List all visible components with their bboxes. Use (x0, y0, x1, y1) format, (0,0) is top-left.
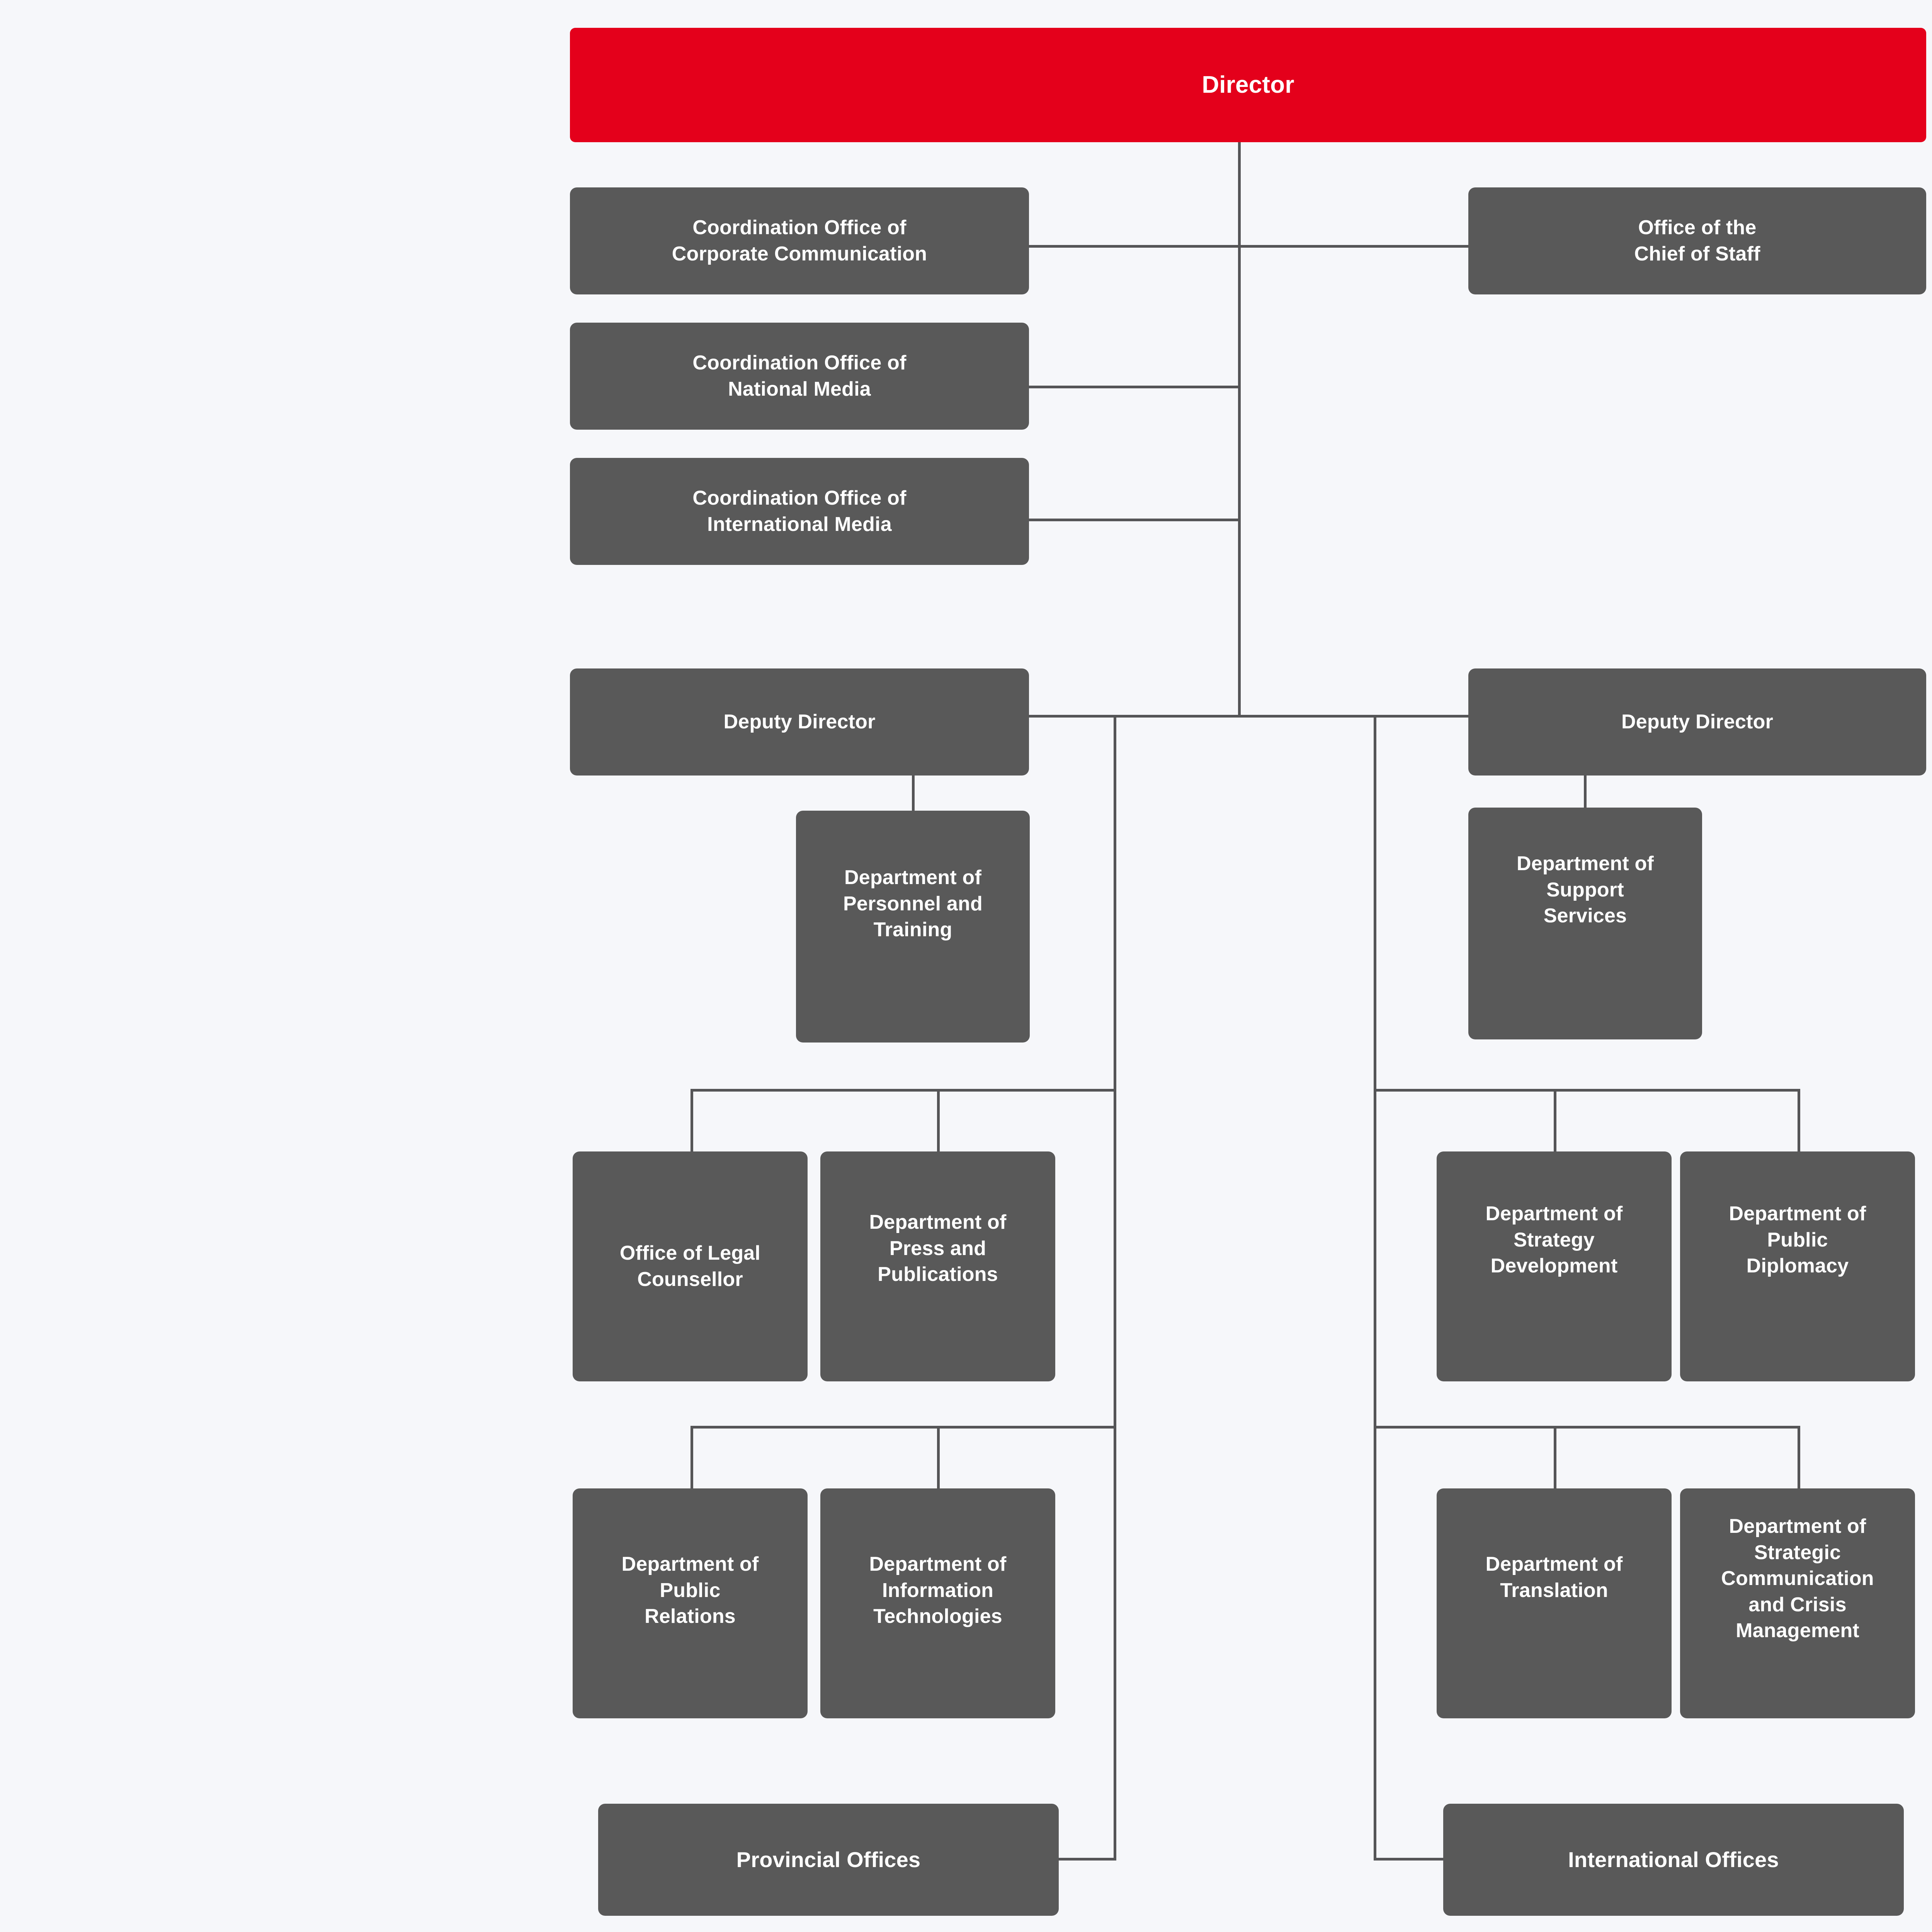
node-department-information-technologies-label: Department of Information Technologies (869, 1553, 1007, 1628)
connector-provincial-stub (1059, 1858, 1116, 1861)
node-provincial-offices[interactable]: Provincial Offices (598, 1804, 1059, 1916)
node-international-offices[interactable]: International Offices (1443, 1804, 1904, 1916)
node-coordination-office-international-media-label: Coordination Office of International Med… (692, 486, 906, 536)
connector-right-tier3-b (1798, 1089, 1800, 1153)
node-department-strategic-communication-and-crisis-management[interactable]: Department of Strategic Communication an… (1680, 1488, 1915, 1718)
node-director[interactable]: Director (570, 28, 1926, 142)
connector-right-tier4-bus (1374, 1426, 1800, 1429)
connector-row-corporate (1029, 245, 1470, 248)
node-department-public-diplomacy[interactable]: Department of Public Diplomacy (1680, 1151, 1915, 1381)
node-department-strategy-development-label: Department of Strategy Development (1485, 1202, 1623, 1277)
node-department-support-services-label: Department of Support Services (1516, 852, 1654, 927)
node-office-legal-counsellor[interactable]: Office of Legal Counsellor (573, 1151, 808, 1381)
connector-international-stub (1374, 1858, 1443, 1861)
node-international-offices-label: International Offices (1568, 1847, 1779, 1872)
connector-right-tier3-bus (1374, 1089, 1800, 1092)
connector-left-tier3-a (690, 1089, 693, 1153)
connector-deputy-bar (1029, 715, 1470, 718)
node-coordination-office-national-media[interactable]: Coordination Office of National Media (570, 323, 1029, 430)
node-office-chief-of-staff[interactable]: Office of the Chief of Staff (1468, 187, 1926, 294)
connector-right-tier4-a (1554, 1426, 1556, 1490)
connector-left-tier4-b (937, 1426, 940, 1490)
connector-right-tier4-b (1798, 1426, 1800, 1490)
node-office-legal-counsellor-label: Office of Legal Counsellor (619, 1242, 761, 1291)
node-department-press-and-publications-label: Department of Press and Publications (869, 1211, 1007, 1286)
connector-deputy-left-stem (912, 775, 915, 811)
connector-row-international (1029, 519, 1240, 521)
node-provincial-offices-label: Provincial Offices (736, 1847, 921, 1872)
node-director-label: Director (1202, 71, 1294, 98)
node-department-support-services[interactable]: Department of Support Services (1468, 808, 1702, 1039)
connector-left-spine (1114, 715, 1116, 1861)
connector-right-tier3-a (1554, 1089, 1556, 1153)
connector-deputy-right-stem (1584, 775, 1587, 810)
connector-right-spine (1374, 715, 1376, 1861)
node-department-public-relations-label: Department of Public Relations (621, 1553, 759, 1628)
connector-left-tier4-a (690, 1426, 693, 1490)
connector-left-tier3-bus (690, 1089, 1116, 1092)
node-department-public-diplomacy-label: Department of Public Diplomacy (1729, 1202, 1866, 1277)
node-deputy-director-right[interactable]: Deputy Director (1468, 668, 1926, 776)
node-department-personnel-and-training-label: Department of Personnel and Training (843, 866, 983, 941)
node-department-strategy-development[interactable]: Department of Strategy Development (1437, 1151, 1672, 1381)
connector-left-tier3-b (937, 1089, 940, 1153)
connector-left-tier4-bus (690, 1426, 1116, 1429)
node-department-personnel-and-training[interactable]: Department of Personnel and Training (796, 811, 1030, 1043)
node-department-translation[interactable]: Department of Translation (1437, 1488, 1672, 1718)
node-coordination-office-international-media[interactable]: Coordination Office of International Med… (570, 458, 1029, 565)
node-deputy-director-left-label: Deputy Director (723, 710, 876, 733)
node-deputy-director-left[interactable]: Deputy Director (570, 668, 1029, 776)
connector-director-spine (1238, 142, 1241, 716)
node-department-strategic-communication-and-crisis-management-label: Department of Strategic Communication an… (1721, 1515, 1874, 1642)
node-coordination-office-corporate-communication-label: Coordination Office of Corporate Communi… (672, 216, 927, 265)
node-coordination-office-national-media-label: Coordination Office of National Media (692, 351, 906, 400)
node-department-information-technologies[interactable]: Department of Information Technologies (820, 1488, 1055, 1718)
node-office-chief-of-staff-label: Office of the Chief of Staff (1634, 216, 1760, 265)
node-coordination-office-corporate-communication[interactable]: Coordination Office of Corporate Communi… (570, 187, 1029, 294)
node-department-press-and-publications[interactable]: Department of Press and Publications (820, 1151, 1055, 1381)
node-department-translation-label: Department of Translation (1485, 1553, 1623, 1602)
node-deputy-director-right-label: Deputy Director (1621, 710, 1774, 733)
connector-row-national (1029, 386, 1240, 388)
node-department-public-relations[interactable]: Department of Public Relations (573, 1488, 808, 1718)
